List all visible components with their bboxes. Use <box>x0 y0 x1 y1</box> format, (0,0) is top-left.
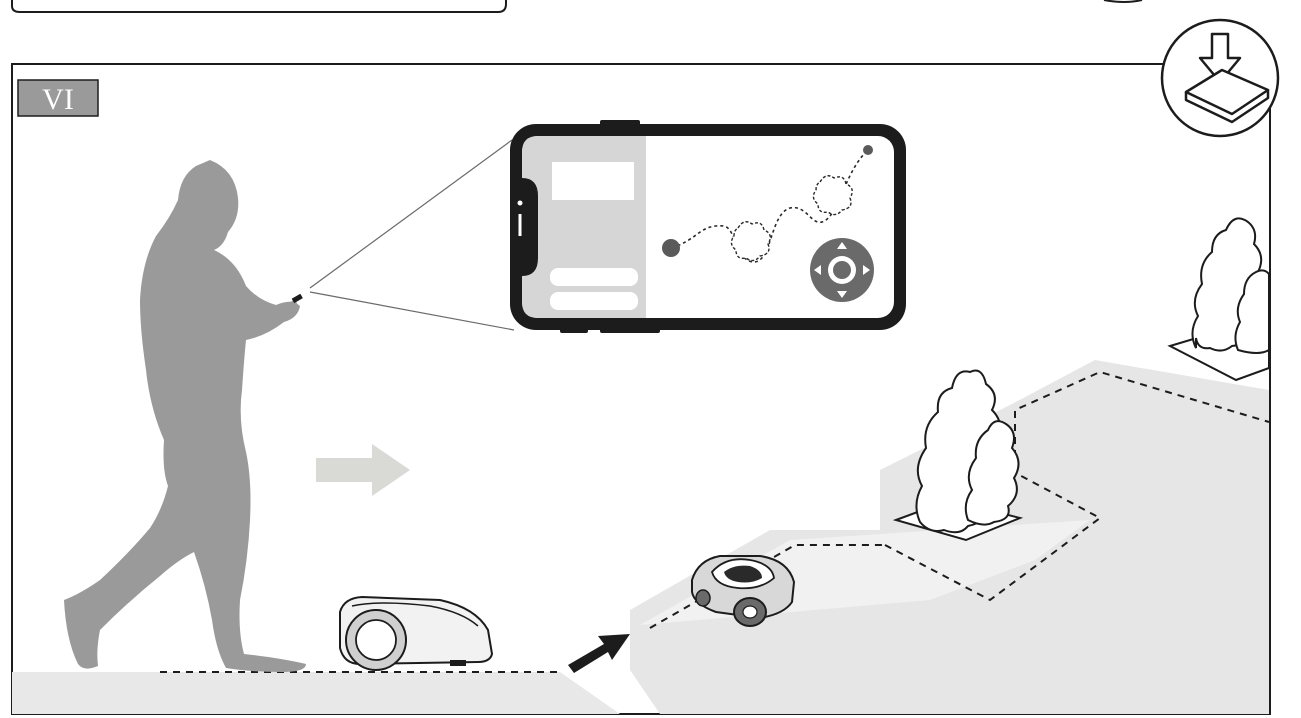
smartphone-app-icon <box>510 120 906 333</box>
step-label: VI <box>42 83 74 116</box>
handheld-phone <box>291 293 303 304</box>
person-silhouette <box>64 160 306 672</box>
previous-panel-edge <box>11 0 507 13</box>
robotic-mower-mowing <box>691 555 796 627</box>
robotic-mower-docked <box>339 595 494 671</box>
up-right-arrow-icon <box>568 634 630 673</box>
zoom-callout-lines <box>309 139 515 331</box>
direction-pad-icon <box>810 238 874 302</box>
shrub-front <box>892 369 1024 542</box>
previous-panel-mark <box>1103 0 1143 3</box>
shrub-back <box>1167 217 1270 382</box>
step-badge: VI <box>17 79 99 117</box>
download-to-book-icon <box>1160 18 1280 138</box>
right-arrow-icon <box>316 444 410 496</box>
person-arm <box>230 278 298 331</box>
